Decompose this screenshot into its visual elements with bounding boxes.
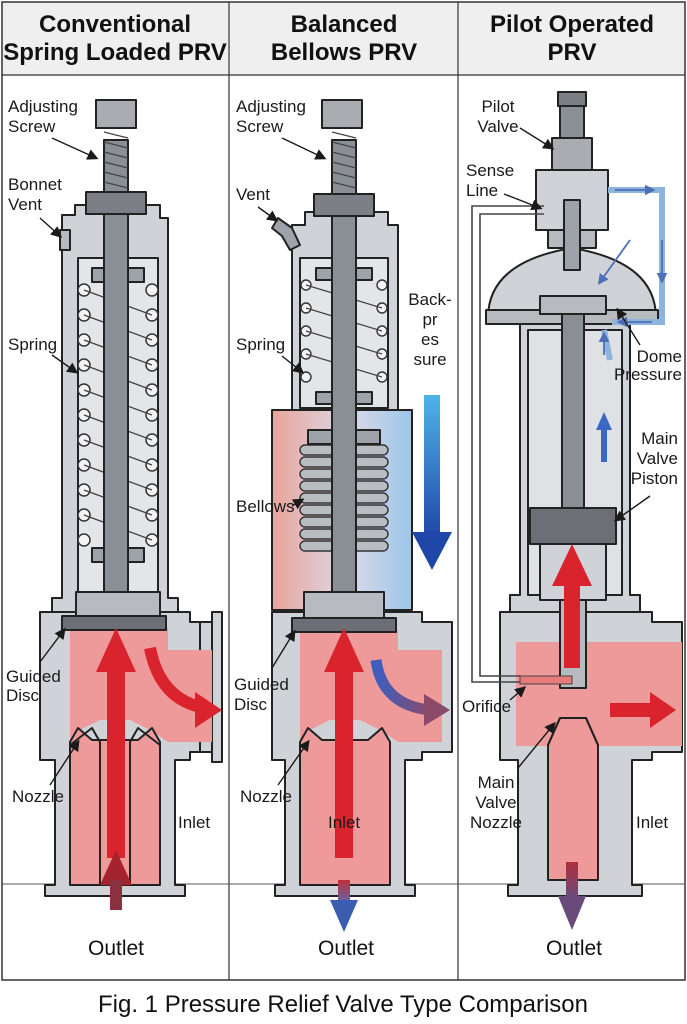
label-outlet: Outlet xyxy=(88,937,144,960)
label-outlet: Outlet xyxy=(546,937,602,960)
label-outlet: Outlet xyxy=(318,937,374,960)
label-nozzle: Nozzle xyxy=(12,787,64,806)
back-pressure-arrow xyxy=(412,395,452,570)
outlet-flow-arrow xyxy=(100,850,132,885)
outlet-flow-arrow xyxy=(558,862,586,930)
label-nozzle: Nozzle xyxy=(240,787,292,806)
label-inlet: Inlet xyxy=(636,813,668,832)
main-valve-piston xyxy=(529,507,617,545)
label-inlet: Inlet xyxy=(328,813,360,832)
label-orifice: Orifice xyxy=(462,697,511,716)
discharge-arrow xyxy=(610,703,654,717)
label-spring: Spring xyxy=(8,335,57,354)
label-inlet: Inlet xyxy=(178,813,210,832)
label-vent: Vent xyxy=(236,185,270,204)
label-spring: Spring xyxy=(236,335,285,354)
sense-line xyxy=(471,205,544,683)
inlet-flow-arrow xyxy=(552,544,592,668)
orifice xyxy=(519,675,573,685)
inlet-flow-arrow xyxy=(96,628,136,858)
label-bellows: Bellows xyxy=(236,497,295,516)
figure-frame xyxy=(1,1,686,981)
header-band xyxy=(2,2,685,75)
figure-caption: Fig. 1 Pressure Relief Valve Type Compar… xyxy=(98,991,588,1018)
discharge-arrow xyxy=(370,659,431,716)
outlet-flow-arrow xyxy=(330,880,358,932)
inlet-flow-arrow xyxy=(324,628,364,858)
conventional-valve xyxy=(39,99,223,897)
